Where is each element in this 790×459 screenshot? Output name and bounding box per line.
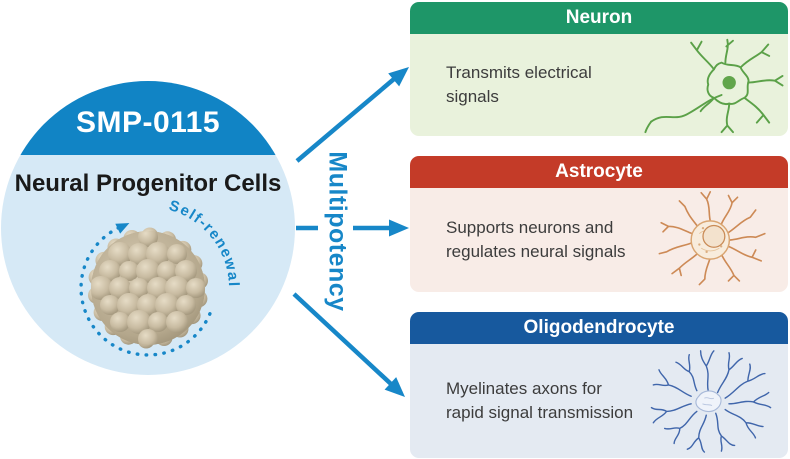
- arrow-to-neuron-head-icon: [388, 67, 409, 87]
- oligodendrocyte-panel-title: Oligodendrocyte: [410, 312, 788, 344]
- arrow-to-neuron: [295, 77, 396, 163]
- neuron-description-line2: signals: [446, 87, 499, 106]
- neuron-description: Transmits electrical signals: [410, 61, 592, 109]
- product-name: SMP-0115: [75, 106, 221, 139]
- neuron-panel: Neuron Transmits electrical signals: [410, 2, 788, 136]
- oligodendrocyte-description-line2: rapid signal transmission: [446, 403, 634, 422]
- astrocyte-panel-title: Astrocyte: [410, 156, 788, 188]
- astrocyte-description-line2: regulates neural signals: [446, 242, 626, 261]
- neuron-illustration: [644, 38, 784, 134]
- arrow-to-astrocyte-head-icon: [389, 219, 409, 237]
- oligodendrocyte-nucleus: [702, 397, 715, 407]
- astrocyte-description: Supports neurons and regulates neural si…: [410, 216, 626, 264]
- circle-header-band: [1, 81, 295, 155]
- neuron-nucleus: [722, 75, 736, 90]
- arrow-to-oligodendrocyte-head-icon: [384, 377, 405, 397]
- astrocyte-panel-body: Supports neurons and regulates neural si…: [410, 188, 788, 292]
- neurosphere-illustration: [88, 227, 208, 349]
- self-renewal-arrowhead-icon: [115, 223, 130, 234]
- cell-type-panels: Neuron Transmits electrical signals: [410, 2, 788, 459]
- multipotency-label: Multipotency: [323, 151, 352, 312]
- astrocyte-illustration: [658, 191, 766, 286]
- cell-type-label: Neural Progenitor Cells: [14, 170, 282, 197]
- astrocyte-panel: Astrocyte Supports neurons and regulates…: [410, 156, 788, 292]
- oligodendrocyte-description: Myelinates axons for rapid signal transm…: [410, 377, 633, 425]
- neuron-description-line1: Transmits electrical: [446, 63, 592, 82]
- progenitor-cell-circle: SMP-0115 Neural Progenitor Cells: [1, 81, 295, 375]
- astrocyte-description-line1: Supports neurons and: [446, 218, 614, 237]
- neuron-panel-body: Transmits electrical signals: [410, 34, 788, 136]
- neuron-panel-title: Neuron: [410, 2, 788, 34]
- oligodendrocyte-illustration: [650, 350, 772, 453]
- multipotency-arrows: [292, 67, 409, 397]
- oligodendrocyte-description-line1: Myelinates axons for: [446, 379, 602, 398]
- arrow-to-oligodendrocyte: [292, 292, 393, 386]
- oligodendrocyte-panel: Oligodendrocyte Myelinates axons for rap…: [410, 312, 788, 458]
- oligodendrocyte-panel-body: Myelinates axons for rapid signal transm…: [410, 344, 788, 458]
- self-renewal-cycle-arrow: [79, 223, 213, 357]
- astrocyte-nucleus: [702, 224, 726, 248]
